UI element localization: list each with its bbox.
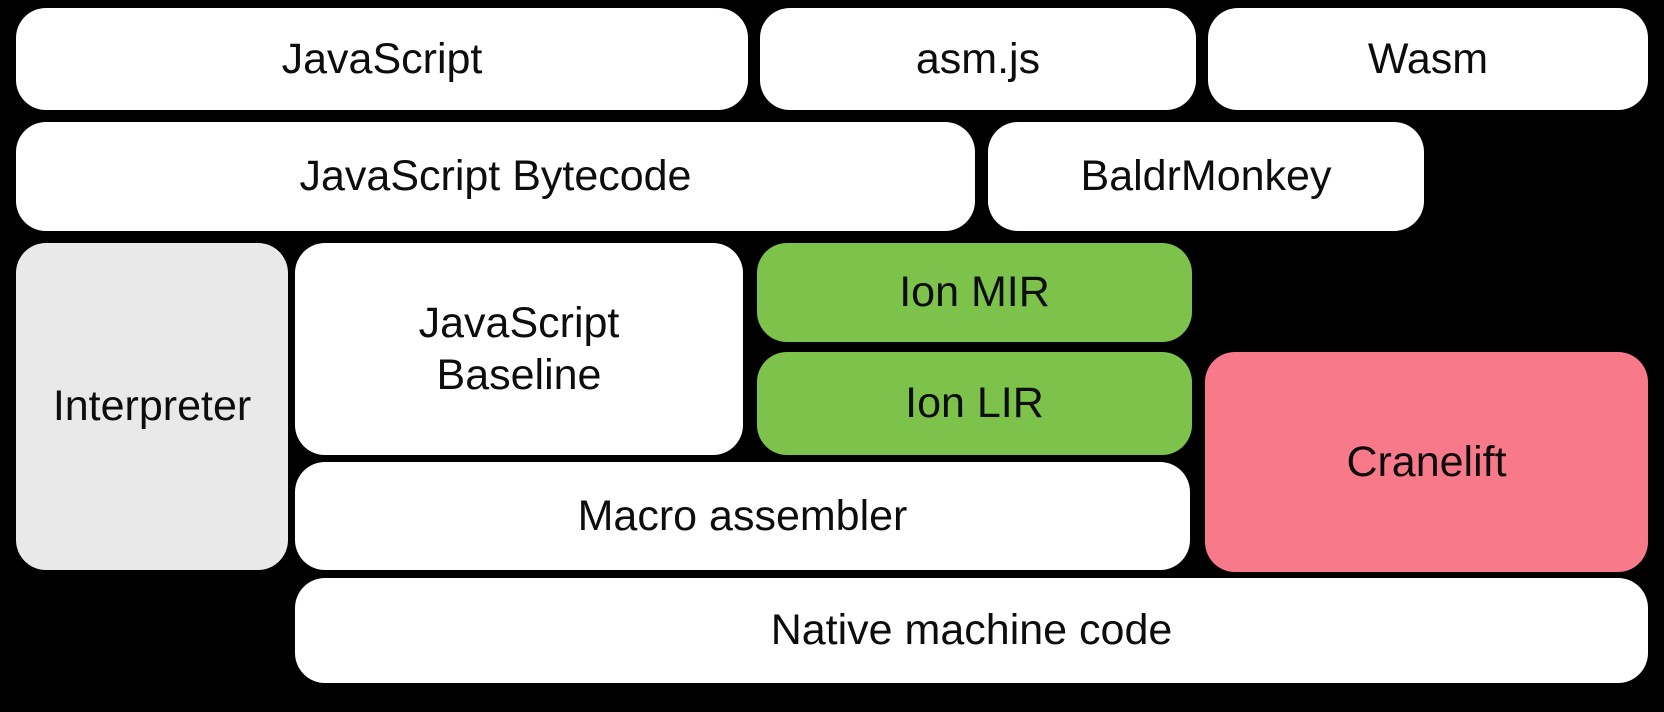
block-javascript: JavaScript xyxy=(16,8,748,110)
block-cranelift-label: Cranelift xyxy=(1346,437,1507,486)
block-ion-mir-label: Ion MIR xyxy=(899,268,1050,317)
block-baldrmonkey-label: BaldrMonkey xyxy=(1080,152,1332,201)
block-javascript-bytecode: JavaScript Bytecode xyxy=(16,122,975,231)
block-asmjs-label: asm.js xyxy=(915,34,1041,83)
block-interpreter: Interpreter xyxy=(16,243,288,570)
block-native-machine-code-label: Native machine code xyxy=(770,606,1173,655)
block-ion-lir-label: Ion LIR xyxy=(905,379,1044,428)
block-wasm: Wasm xyxy=(1208,8,1648,110)
block-native-machine-code: Native machine code xyxy=(295,578,1648,683)
block-cranelift: Cranelift xyxy=(1205,352,1648,572)
block-wasm-label: Wasm xyxy=(1367,34,1489,83)
block-ion-mir: Ion MIR xyxy=(757,243,1192,342)
block-javascript-label: JavaScript xyxy=(281,34,483,83)
block-macro-assembler-label: Macro assembler xyxy=(577,491,908,540)
block-javascript-bytecode-label: JavaScript Bytecode xyxy=(299,152,692,201)
block-macro-assembler: Macro assembler xyxy=(295,462,1190,570)
block-baldrmonkey: BaldrMonkey xyxy=(988,122,1424,231)
block-javascript-baseline: JavaScript Baseline xyxy=(295,243,743,455)
block-ion-lir: Ion LIR xyxy=(757,352,1192,455)
block-javascript-baseline-label: JavaScript Baseline xyxy=(418,298,620,399)
block-asmjs: asm.js xyxy=(760,8,1196,110)
block-interpreter-label: Interpreter xyxy=(52,382,252,431)
